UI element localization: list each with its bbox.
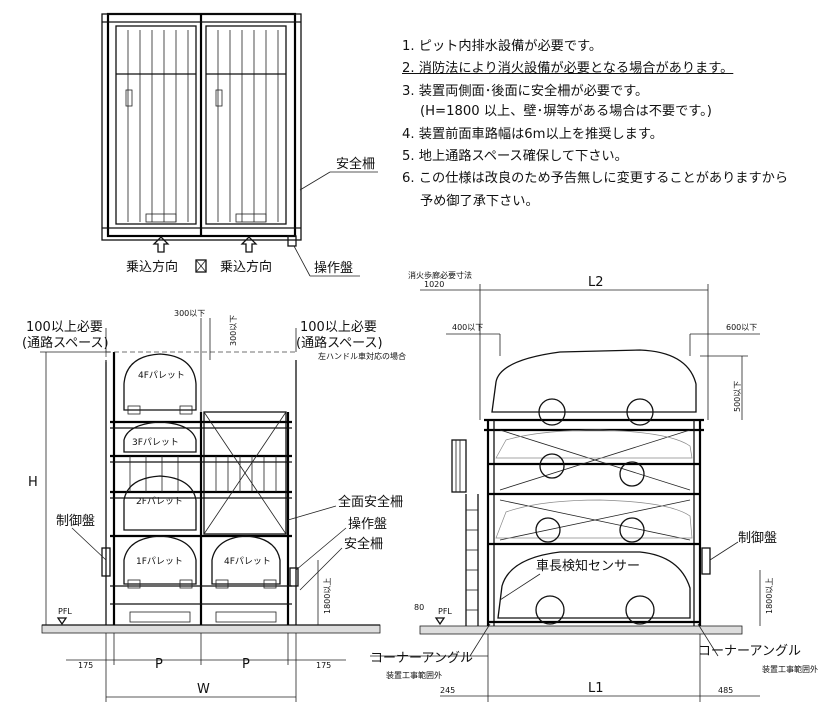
front-lattice-panel xyxy=(203,411,287,535)
side-dim-500: 500以下 xyxy=(733,381,742,412)
scope-right-label: 装置工事範囲外 xyxy=(762,664,818,674)
plan-control-panel-box xyxy=(287,235,297,247)
side-dim-600: 600以下 xyxy=(726,323,757,332)
front-car-2f xyxy=(123,475,197,531)
side-dim-80: 80 xyxy=(414,603,424,612)
side-car-bottom xyxy=(497,551,691,619)
pallet-label-3f: 3Fパレット xyxy=(132,437,179,448)
side-pfl-marker-icon xyxy=(434,617,446,626)
front-walkway-left: (通路スペース) xyxy=(22,335,109,351)
pallet-label-1f: 1Fパレット xyxy=(136,556,183,567)
front-car-1f xyxy=(123,535,197,585)
front-w-label: W xyxy=(197,682,210,697)
front-car-4f-lower xyxy=(211,535,281,585)
entry-arrow-left-icon xyxy=(152,236,170,253)
note-5: 5. 地上通路スペース確保して下さい。 xyxy=(402,149,628,165)
front-full-fence-label: 全面安全柵 xyxy=(338,494,403,510)
front-ground xyxy=(41,624,381,634)
notes-list: 1. ピット内排水設備が必要です。 2. 消防法により消火設備が必要となる場合が… xyxy=(402,36,832,213)
side-dim-400: 400以下 xyxy=(452,323,483,332)
side-fire-walkway-box xyxy=(451,439,467,493)
front-pfl-label: PFL xyxy=(58,607,72,616)
side-control-board-label: 制御盤 xyxy=(738,531,777,546)
front-dim-300-side: 300以下 xyxy=(229,315,238,346)
side-dim-485: 485 xyxy=(718,686,733,695)
corner-angle-left-label: コーナーアングル xyxy=(370,651,473,666)
entry-direction-right: 乗込方向 xyxy=(220,259,272,275)
front-op-panel-label: 操作盤 xyxy=(348,516,387,532)
note-2: 2. 消防法により消火設備が必要となる場合があります。 xyxy=(402,61,734,77)
note-3: 3. 装置両側面･後面に安全柵が必要です。 xyxy=(402,83,649,99)
front-car-4f xyxy=(123,353,197,411)
side-pfl-label: PFL xyxy=(438,607,452,616)
front-pfl-marker-icon xyxy=(56,617,68,626)
side-l1-label: L1 xyxy=(588,681,604,696)
note-6: 6. この仕様は改良のため予告無しに変更することがありますから xyxy=(402,171,789,187)
plan-centre-marker xyxy=(195,259,207,273)
front-dim-p-left: P xyxy=(155,657,163,672)
side-l2-label: L2 xyxy=(588,275,604,290)
front-control-board-box xyxy=(101,547,111,577)
side-ground xyxy=(419,625,743,635)
front-dim-1800: 1800以上 xyxy=(323,578,332,614)
front-fence-label: 安全柵 xyxy=(344,536,383,552)
left-hand-drive-note: 左ハンドル車対応の場合 xyxy=(318,351,406,361)
note-6-sub: 予め御了承下さい。 xyxy=(420,193,539,209)
side-length-sensor-label: 車長検知センサー xyxy=(536,558,640,574)
note-3-sub: (H=1800 以上、壁･塀等がある場合は不要です。) xyxy=(420,104,712,120)
note-1: 1. ピット内排水設備が必要です。 xyxy=(402,39,603,54)
plan-bay-right xyxy=(205,25,287,225)
note-4: 4. 装置前面車路幅は6m以上を推奨します。 xyxy=(402,126,663,142)
side-dim-1800: 1800以上 xyxy=(765,578,774,614)
front-car-3f xyxy=(123,421,197,453)
side-car-level3 xyxy=(495,429,693,459)
front-op-panel-box xyxy=(289,567,299,587)
pallet-label-4f-lower: 4Fパレット xyxy=(224,556,271,567)
entry-direction-left: 乗込方向 xyxy=(126,259,178,275)
front-clearance-left: 100以上必要 xyxy=(26,320,103,335)
front-dim-300-top: 300以下 xyxy=(174,309,205,318)
entry-arrow-right-icon xyxy=(240,236,258,253)
side-dim-1020: 1020 xyxy=(424,280,444,289)
front-clearance-right: 100以上必要 xyxy=(300,320,377,335)
front-dim-175-left: 175 xyxy=(78,661,93,670)
plan-safety-fence-label: 安全柵 xyxy=(336,156,375,172)
side-car-level2 xyxy=(495,499,693,539)
front-dim-175-right: 175 xyxy=(316,661,331,670)
side-control-board-box xyxy=(701,547,711,575)
side-fire-note: 消火歩廊必要寸法 xyxy=(408,270,472,280)
corner-angle-right-label: コーナーアングル xyxy=(698,644,801,659)
pallet-label-4f: 4Fパレット xyxy=(138,370,185,381)
side-car-top xyxy=(491,349,697,413)
front-dim-p-right: P xyxy=(242,657,250,672)
side-dim-245: 245 xyxy=(440,686,455,695)
scope-left-label: 装置工事範囲外 xyxy=(386,670,442,680)
front-control-board-label: 制御盤 xyxy=(56,514,95,529)
plan-bay-left xyxy=(115,25,197,225)
plan-control-panel-label: 操作盤 xyxy=(314,260,353,276)
front-walkway-right: (通路スペース) xyxy=(296,335,383,351)
side-view: 消火歩廊必要寸法 1020 L2 400以下 600以下 500以下 xyxy=(370,270,818,702)
plan-view: 乗込方向 乗込方向 安全柵 操作盤 xyxy=(101,12,378,277)
front-view: 4Fパレット 3Fパレット 2Fパレット 1Fパレット 4Fパレット 100以上… xyxy=(22,309,406,702)
front-h-label: H xyxy=(28,475,38,490)
pallet-label-2f: 2Fパレット xyxy=(136,496,183,507)
